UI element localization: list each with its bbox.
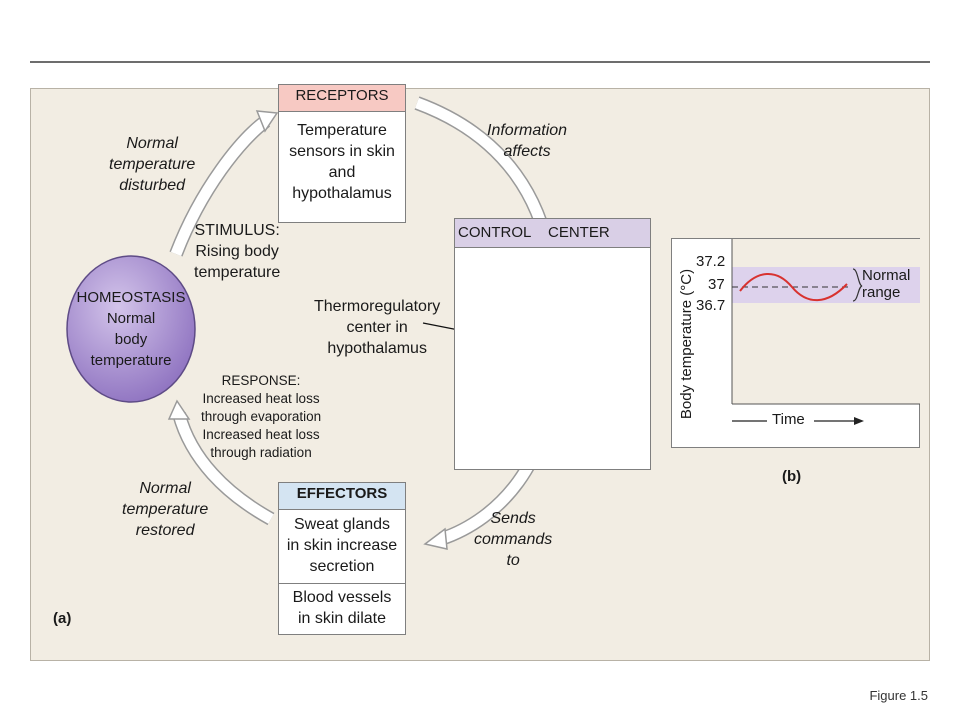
- x-axis-label: Time: [772, 411, 805, 428]
- temperature-curve: [739, 273, 848, 302]
- panel-label-b: (b): [782, 468, 802, 485]
- time-arrowhead: [854, 417, 864, 425]
- tick-37: 37: [708, 276, 725, 293]
- control-header-left: CONTROL: [458, 224, 532, 241]
- graph-plot-area: [732, 239, 920, 404]
- control-center-header: CONTROL CENTER: [455, 219, 650, 248]
- graph-svg: [731, 239, 920, 425]
- homeostasis-circle: [66, 255, 196, 403]
- arrowhead-restored: [167, 399, 191, 420]
- temperature-graph: Body temperature (°C) 37.2 37 36.7 Norma…: [671, 238, 920, 448]
- normal-range-band: [732, 267, 920, 303]
- arrow-disturbed: [170, 116, 270, 256]
- normal-range-brace: [852, 268, 863, 302]
- effectors-divider: [279, 583, 405, 584]
- panel-label-a: (a): [53, 610, 72, 627]
- receptors-header: RECEPTORS: [279, 85, 405, 112]
- control-header-right: CENTER: [548, 224, 610, 241]
- header-rule: [30, 61, 930, 63]
- y-axis-label: Body temperature (°C): [678, 268, 695, 420]
- effectors-header: EFFECTORS: [279, 483, 405, 510]
- tick-36-7: 36.7: [696, 297, 726, 314]
- arrowhead-sends: [423, 527, 448, 550]
- arrowhead-disturbed: [255, 110, 279, 133]
- tick-37-2: 37.2: [696, 253, 726, 270]
- figure-caption: Figure 1.5: [869, 688, 928, 703]
- control-center-box: CONTROL CENTER: [454, 218, 651, 470]
- arrow-restored: [173, 412, 274, 524]
